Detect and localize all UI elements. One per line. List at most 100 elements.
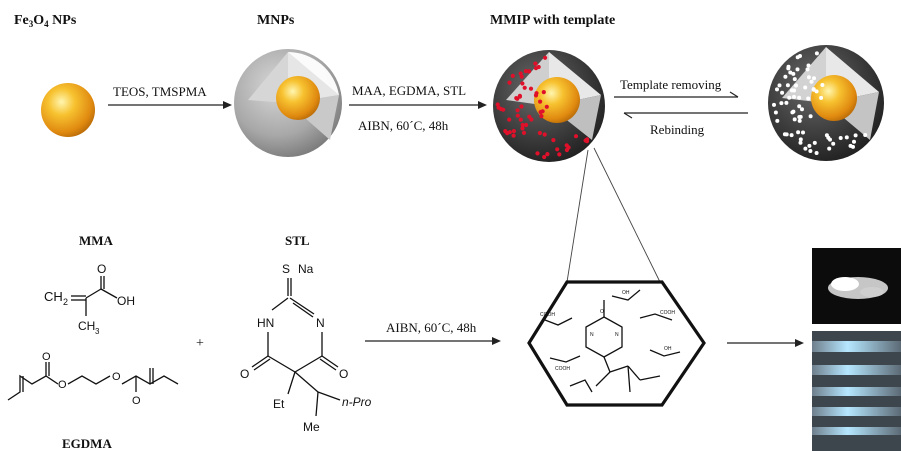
cavity-dot [789, 133, 794, 138]
cavity-dot [807, 143, 812, 148]
svg-text:COOH: COOH [555, 366, 570, 372]
fe3o4-nanoparticle [41, 83, 95, 137]
cavity-dot [797, 118, 802, 123]
mmip-template-particle [493, 50, 605, 162]
svg-text:CH: CH [78, 319, 95, 333]
mmip-removed-particle [768, 45, 884, 161]
template-dot [542, 132, 547, 137]
cavity-dot [783, 74, 788, 79]
template-dot [544, 104, 549, 109]
powder-photo [812, 248, 901, 324]
cavity-dot [814, 151, 819, 155]
template-dot [527, 69, 532, 74]
cavity-dot [784, 100, 789, 105]
cavity-dot [777, 83, 782, 88]
cavity-dot [786, 66, 791, 71]
template-dot [533, 66, 539, 71]
mmip-label: MMIP with template [490, 13, 615, 28]
svg-text:2: 2 [63, 297, 68, 307]
cavity-dot [806, 96, 811, 101]
cavity-dot [808, 149, 813, 153]
svg-text:Me: Me [303, 420, 320, 434]
svg-text:O: O [600, 309, 604, 315]
fiber-photo [812, 331, 901, 451]
template-dot [535, 151, 540, 156]
svg-text:O: O [132, 395, 141, 407]
mnps-particle [234, 49, 342, 157]
svg-text:CH: CH [44, 289, 63, 304]
template-dot [573, 134, 579, 139]
cavity-dot [792, 117, 797, 122]
template-dot [541, 90, 546, 95]
cavity-dot [798, 137, 803, 142]
cavity-dot [784, 132, 789, 137]
template-dot [520, 126, 525, 131]
svg-text:O: O [240, 367, 249, 381]
cavity-dot [788, 70, 793, 75]
svg-text:COOH: COOH [540, 312, 555, 318]
template-dot [517, 94, 523, 99]
cavity-dot [812, 76, 816, 81]
template-dot [557, 152, 562, 157]
template-dot [511, 133, 516, 138]
egdma-title: EGDMA [62, 436, 112, 451]
svg-text:COOH: COOH [660, 310, 675, 316]
template-dot [524, 122, 529, 128]
template-dot [551, 138, 556, 143]
cavity-dot [826, 135, 831, 140]
stl-title: STL [285, 233, 310, 248]
svg-text:HN: HN [257, 316, 274, 330]
svg-text:Na: Na [298, 262, 314, 276]
svg-text:N: N [316, 316, 325, 330]
cavity-dot [852, 139, 856, 144]
template-dot [585, 137, 590, 142]
svg-text:O: O [339, 367, 348, 381]
template-dot [518, 117, 523, 122]
template-dot [518, 71, 523, 76]
svg-text:N: N [590, 332, 594, 338]
cavity-dot [808, 114, 813, 119]
template-molecules [495, 55, 590, 160]
template-removing-label: Template removing [620, 77, 722, 92]
egdma-structure: O O O O [7, 351, 179, 407]
cavity-dot [831, 141, 836, 146]
svg-text:S: S [282, 262, 290, 276]
cavity-dot [805, 67, 810, 72]
cavity-dot [775, 87, 779, 92]
stl-structure: S Na HN N O O Et n-Pro Me [240, 262, 372, 434]
cavity-dot [791, 109, 796, 114]
cavity-dot [838, 136, 843, 140]
cavity-dot [798, 54, 802, 58]
arrow-polymerization-head [492, 337, 501, 345]
arrow-step1-head [223, 101, 232, 109]
svg-text:O: O [112, 371, 121, 383]
template-dot [555, 147, 560, 152]
template-dot [510, 73, 515, 78]
template-dot [511, 129, 516, 134]
template-dot [503, 129, 508, 134]
template-dot [538, 99, 543, 104]
zoom-line-left [566, 149, 589, 283]
mma-title: MMA [79, 233, 114, 248]
cavity-dot [814, 89, 819, 94]
template-dot [520, 122, 525, 128]
zoom-line-right [593, 147, 661, 283]
template-dot [515, 113, 520, 118]
svg-text:n-Pro: n-Pro [342, 395, 372, 409]
cavity-dot [801, 130, 805, 135]
fe3o4-label: Fe3O4 NPs [14, 13, 77, 29]
cavity-dot [814, 51, 819, 56]
cavity-dot [780, 90, 785, 95]
cavity-dot [791, 71, 796, 76]
svg-text:OH: OH [622, 290, 630, 296]
svg-text:O: O [42, 351, 51, 363]
cavity-dot [803, 85, 808, 90]
mma-structure: CH 2 CH 3 O OH [44, 262, 135, 336]
template-dot [507, 117, 512, 122]
cavity-dot [792, 94, 796, 99]
cavity-dot [803, 146, 808, 151]
cavity-dot [797, 115, 802, 119]
cavity-dot [773, 110, 778, 115]
template-dot [533, 61, 538, 66]
